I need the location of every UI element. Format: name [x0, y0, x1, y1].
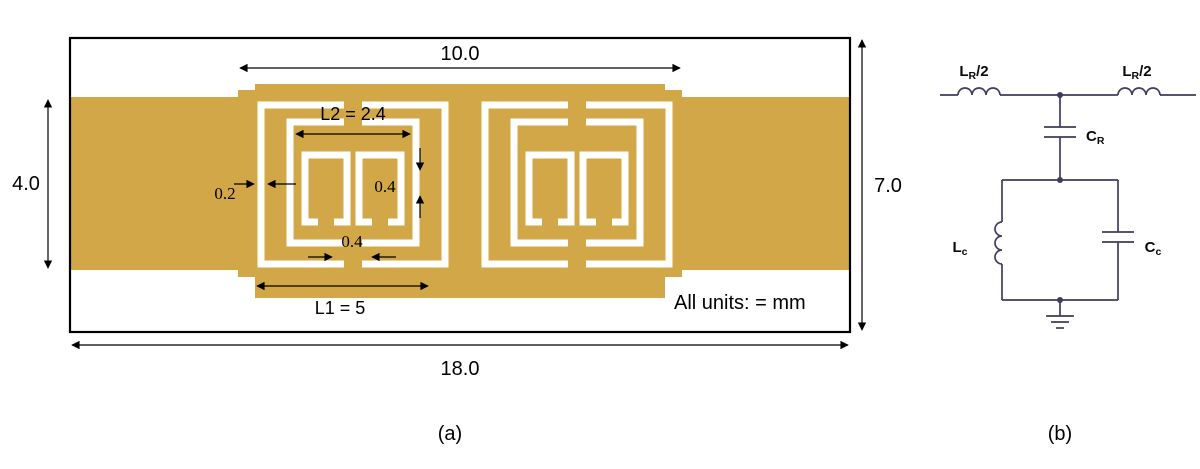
dim-feed-height: 4.0 — [12, 99, 53, 269]
label-sub: R — [1097, 135, 1105, 147]
label-inductor-lr-left: LR/2 — [959, 63, 988, 82]
center-box-right — [355, 151, 405, 226]
dim-gap-vertical-label: 0.4 — [374, 177, 396, 196]
dim-slot-width: 0.2 — [214, 179, 296, 203]
dim-gap-vertical: 0.4 — [374, 148, 425, 218]
csrr-cell-left — [257, 101, 449, 268]
center-box-right — [525, 151, 575, 226]
outer-ring-left-half — [257, 101, 344, 268]
label-base: L — [952, 239, 961, 256]
dim-slot-width-label: 0.2 — [214, 184, 235, 203]
dim-l2-label: L2 = 2.4 — [320, 104, 386, 124]
gold-patch — [70, 84, 850, 298]
capacitor-cr — [1044, 126, 1076, 138]
outer-ring-left-half — [586, 101, 673, 268]
dim-gap-horizontal: 0.4 — [308, 232, 396, 262]
outer-ring-right-half — [362, 101, 449, 268]
panel-a-layout: 10.0 4.0 7.0 18.0 L2 = 2.4 0.2 — [12, 36, 902, 445]
center-box-left — [301, 151, 351, 226]
label-sub: R — [969, 70, 977, 82]
label-capacitor-cr: CR — [1086, 128, 1105, 147]
dim-l2: L2 = 2.4 — [295, 104, 411, 139]
center-box-left — [579, 151, 629, 226]
dim-feed-height-label: 4.0 — [12, 173, 40, 195]
units-note: All units: = mm — [674, 292, 806, 314]
dim-substrate-height: 7.0 — [857, 39, 902, 331]
label-sub: c — [1156, 246, 1162, 258]
dim-total-width: 18.0 — [71, 340, 849, 380]
caption-a: (a) — [438, 423, 462, 445]
label-base: L — [959, 63, 968, 80]
label-sub: R — [1132, 70, 1140, 82]
label-base: C — [1145, 239, 1156, 256]
csrr-cell-right — [481, 101, 673, 268]
label-capacitor-cc: Cc — [1145, 239, 1162, 258]
dim-patch-width: 10.0 — [239, 43, 681, 73]
panel-b-circuit: LR/2 LR/2 CR Lc Cc (b) — [940, 63, 1196, 445]
inductor-lr-right — [1117, 87, 1161, 96]
label-base: C — [1086, 128, 1097, 145]
inner-ring-right-half — [362, 118, 420, 247]
label-rest: /2 — [976, 63, 989, 80]
inner-ring-left-half — [286, 118, 344, 247]
label-rest: /2 — [1139, 63, 1152, 80]
inner-ring-left-half — [586, 118, 644, 247]
dim-patch-width-label: 10.0 — [441, 43, 480, 65]
dim-substrate-height-label: 7.0 — [874, 175, 902, 197]
label-sub: c — [962, 246, 968, 258]
label-base: L — [1122, 63, 1131, 80]
outer-ring-right-half — [481, 101, 568, 268]
capacitor-cc — [1102, 231, 1134, 243]
substrate-outline — [68, 36, 852, 334]
dim-l1: L1 = 5 — [256, 281, 429, 318]
dim-l1-label: L1 = 5 — [315, 298, 366, 318]
inner-ring-right-half — [510, 118, 568, 247]
dim-total-width-label: 18.0 — [441, 358, 480, 380]
inductor-lr-left — [957, 87, 1001, 96]
ground-icon — [1046, 315, 1074, 329]
label-inductor-lc: Lc — [952, 239, 967, 258]
inductor-lc — [994, 221, 1003, 265]
dim-gap-horizontal-label: 0.4 — [341, 232, 363, 251]
label-inductor-lr-right: LR/2 — [1122, 63, 1151, 82]
caption-b: (b) — [1048, 423, 1072, 445]
